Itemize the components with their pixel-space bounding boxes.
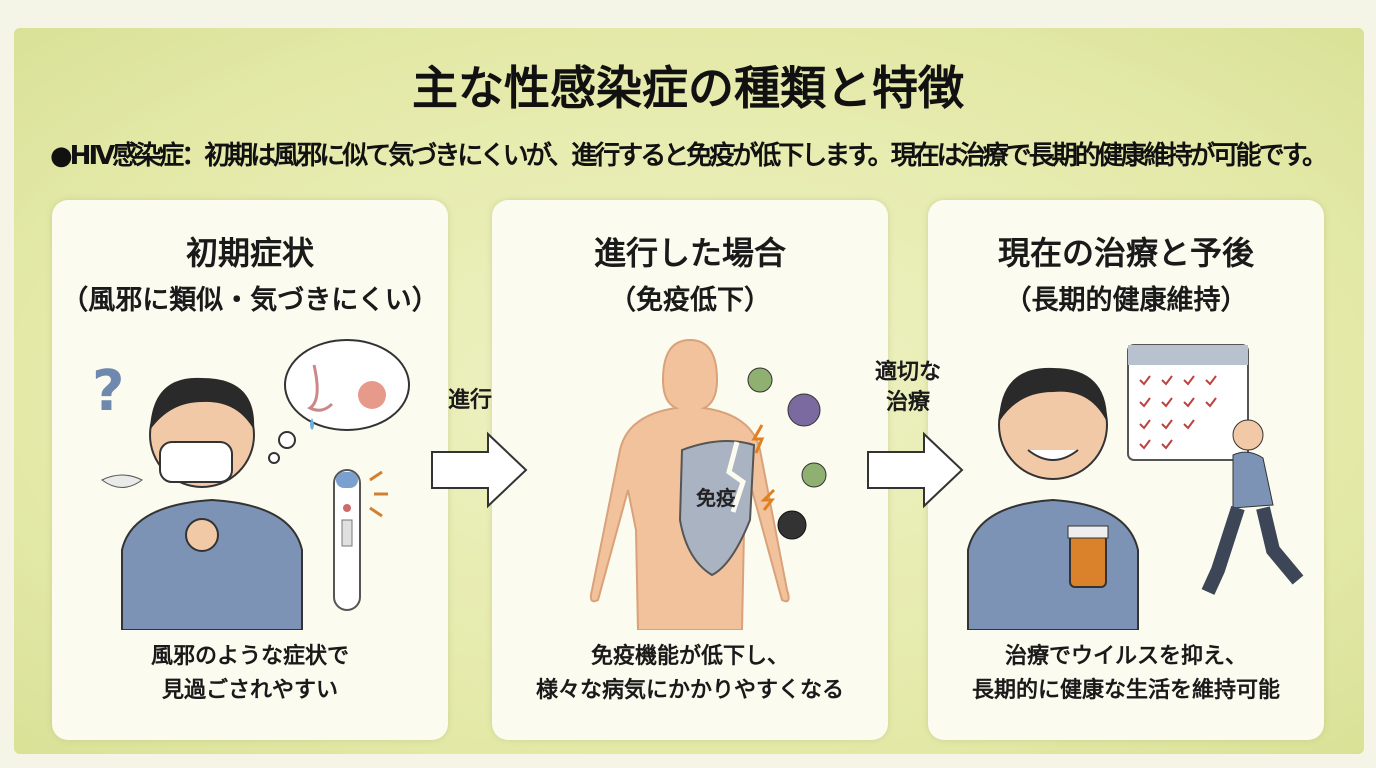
panel-caption: 風邪のような症状で 見過ごされやすい: [52, 640, 448, 708]
caption-line: 治療でウイルスを抑え、: [1004, 644, 1247, 669]
panel-heading: 初期症状: [185, 234, 314, 272]
caption-line: 様々な病気にかかりやすくなる: [535, 678, 844, 703]
panel-subheading: （免疫低下）: [609, 285, 771, 316]
hiv-summary: ●HIV感染症：初期は風邪に似て気づきにくいが、進行すると免疫が低下します。現在…: [50, 141, 1328, 171]
shield-label: 免疫: [696, 486, 736, 510]
panel-caption: 免疫機能が低下し、 様々な病気にかかりやすくなる: [492, 640, 888, 708]
panel-heading: 現在の治療と予後: [997, 234, 1254, 272]
immune-decline-illustration: 免疫: [589, 338, 827, 630]
panel-heading: 進行した場合: [593, 234, 786, 272]
sick-person-illustration: ?: [92, 339, 410, 630]
panel-advanced: 進行した場合 （免疫低下） 免疫 免疫機能が低下し、 様々な病気にかかりやすくな…: [492, 200, 888, 740]
virus-icon: [777, 510, 807, 540]
caption-line: 長期的に健康な生活を維持可能: [971, 678, 1280, 703]
arrow-label-line: 治療: [885, 390, 930, 415]
healthy-life-illustration: [967, 344, 1304, 630]
virus-icon: [787, 393, 821, 427]
arrow-label-line: 適切な: [874, 360, 941, 385]
arrow-label-treatment: 適切な 治療: [858, 358, 958, 418]
panel-treatment: 現在の治療と予後 （長期的健康維持） 治療でウイルスを抑え、 長期的に健康な生活…: [928, 200, 1324, 740]
arrow-label-progression: 進行: [438, 386, 502, 416]
mask-icon: [159, 441, 233, 483]
arrow-label-line: 進行: [447, 388, 492, 413]
question-mark-icon: ?: [92, 359, 124, 424]
runner-icon: [1232, 419, 1264, 451]
panel-early-symptoms: 初期症状 （風邪に類似・気づきにくい） ? 風邪のような症状で 見過ごされやすい: [52, 200, 448, 740]
panel-caption: 治療でウイルスを抑え、 長期的に健康な生活を維持可能: [928, 640, 1324, 708]
caption-line: 免疫機能が低下し、: [590, 644, 789, 669]
page-title: 主な性感染症の種類と特徴: [412, 61, 964, 115]
virus-icon: [801, 462, 827, 488]
caption-line: 見過ごされやすい: [161, 678, 338, 703]
panel-subheading: （長期的健康維持）: [1004, 285, 1248, 316]
pill-bottle-icon: [1069, 534, 1107, 588]
caption-line: 風邪のような症状で: [150, 644, 349, 669]
thought-bubble-icon: [284, 339, 410, 431]
virus-icon: [747, 367, 773, 393]
right-arrow-icon: [431, 431, 528, 509]
panel-subheading: （風邪に類似・気づきにくい）: [61, 285, 439, 316]
right-arrow-icon: [867, 431, 964, 509]
